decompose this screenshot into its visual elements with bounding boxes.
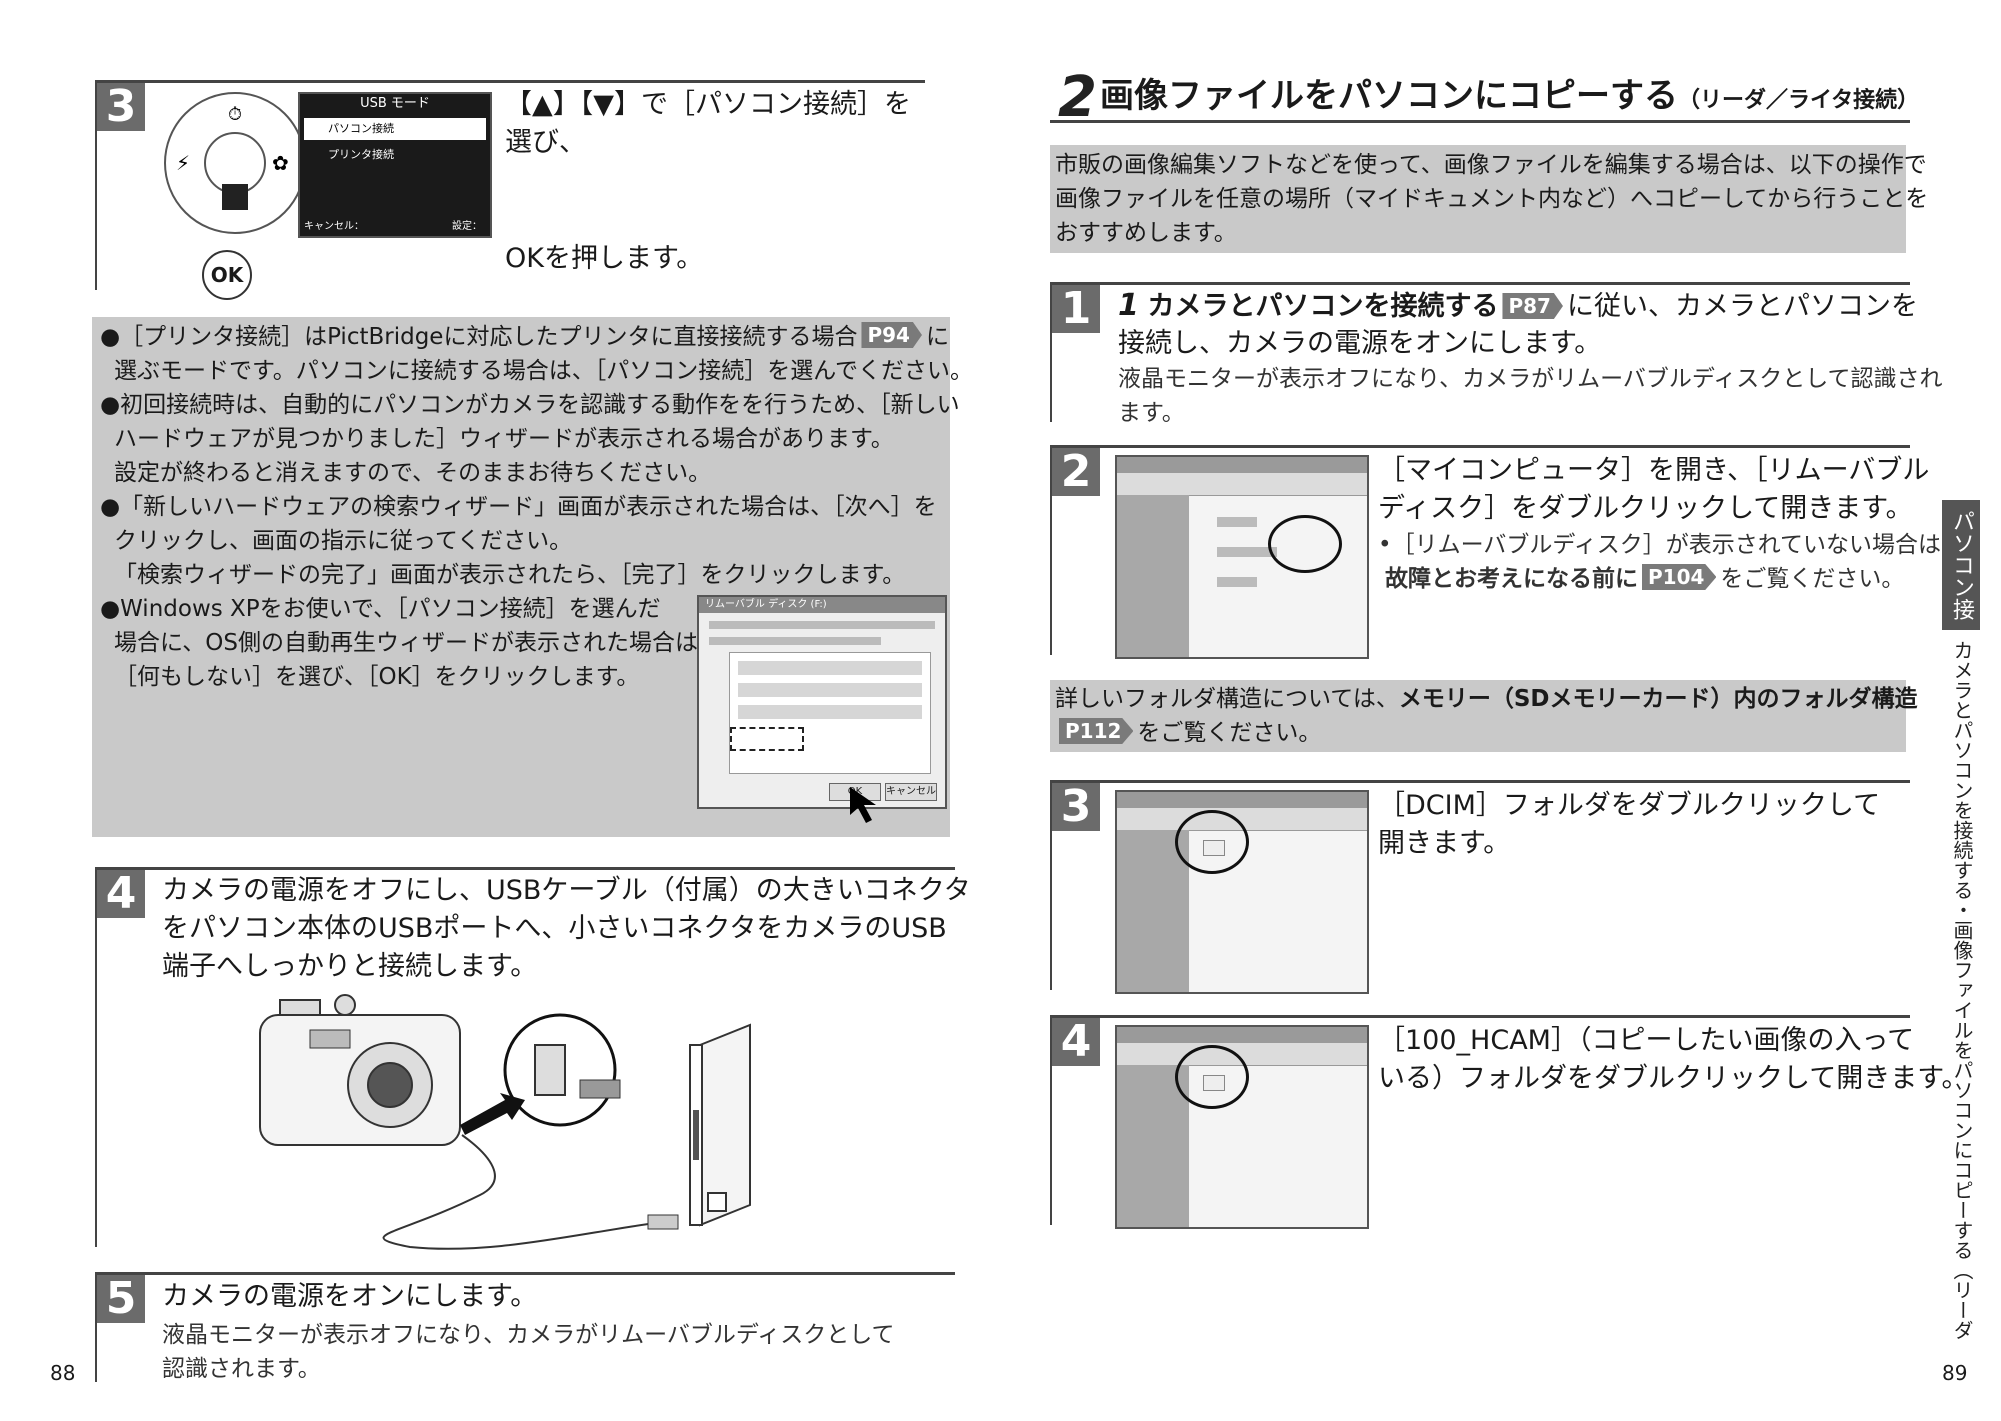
ref-p94[interactable]: P94 [861,322,922,348]
usb-connection-illustration [259,994,751,1250]
note3-line3: 「検索ウィザードの完了」画面が表示されたら、［完了］をクリックします。 [114,562,906,588]
r-step1-line4: ます。 [1118,400,1185,426]
step5-rule [95,1272,955,1275]
camera-lcd: USB モード パソコン接続 プリンタ接続 キャンセル： 設定： [298,92,492,238]
step3-line3: OKを押します。 [505,243,704,274]
step4-line1: カメラの電源をオフにし、USBケーブル（付属）の大きいコネクタ [162,875,971,906]
step5-vrule [95,1272,97,1382]
lcd-option-printer: プリンタ接続 [328,148,394,161]
step3-vrule [95,80,97,290]
r-step2-note1: •［リムーバブルディスク］が表示されていない場合は、 [1378,532,1965,558]
step4-rule [95,867,955,870]
ref-p104[interactable]: P104 [1642,564,1717,590]
step5-line1: カメラの電源をオンにします。 [162,1281,538,1312]
do-nothing-highlight [730,727,804,751]
removable-disk-highlight [1268,515,1342,573]
lcd-set: 設定： [452,221,482,232]
r-step3-line1: ［DCIM］フォルダをダブルクリックして [1378,790,1881,821]
intro-box [1050,145,1906,253]
ref-p87[interactable]: P87 [1502,293,1563,319]
folder-note-line1: 詳しいフォルダ構造については、メモリー（SDメモリーカード）内のフォルダ構造 [1055,686,1918,712]
r-step1-vrule [1050,282,1052,422]
section-title: 画像ファイルをパソコンにコピーする（リーダ／ライタ接続） [1100,76,1920,116]
r-step1-rule [1050,282,1910,285]
note2-line3: 設定が終わると消えますので、そのままお待ちください。 [114,460,712,486]
hcam-folder-screenshot [1115,1025,1369,1229]
step4-line3: 端子へしっかりと接続します。 [162,951,538,982]
r-step1-line3: 液晶モニターが表示オフになり、カメラがリムーバブルディスクとして認識され [1118,366,1943,392]
step4-line2: をパソコン本体のUSBポートへ、小さいコネクタをカメラのUSB [162,913,947,944]
hcam-folder-highlight [1175,1045,1249,1109]
svg-text:⏱: ⏱ [228,104,242,125]
dialog-title: リムーバブル ディスク (F:) [699,597,945,613]
note3-line2: クリックし、画面の指示に従ってください。 [114,528,573,554]
autoplay-dialog-screenshot: リムーバブル ディスク (F:) OK キャンセル [697,595,947,809]
step3-line2: 選び、 [505,127,586,158]
step3-rule [95,80,925,83]
r-step3-number: 3 [1052,783,1100,831]
lcd-title: USB モード [360,96,430,111]
r-step1-line2: 接続し、カメラの電源をオンにします。 [1118,328,1602,359]
r-step3-rule [1050,780,1910,783]
r-step2-line2: ディスク］をダブルクリックして開きます。 [1378,493,1913,524]
step3-line1: 【▲】【▼】で［パソコン接続］を [505,89,912,120]
step4-vrule [95,867,97,1247]
step5-line2: 液晶モニターが表示オフになり、カメラがリムーバブルディスクとして [162,1322,895,1348]
note2-line2: ハードウェアが見つかりました］ウィザードが表示される場合があります。 [114,426,894,452]
r-step2-line1: ［マイコンピュータ］を開き、［リムーバブル [1378,455,1930,486]
side-tab-label: パソコン接続編 [1942,500,1980,630]
note2-line1: ●初回接続時は、自動的にパソコンがカメラを認識する動作をを行うため、［新しい [100,392,960,418]
ref-p112[interactable]: P112 [1059,718,1134,744]
r-step3-line2: 開きます。 [1378,828,1511,859]
section-number: 2 [1058,65,1097,130]
intro-line1: 市販の画像編集ソフトなどを使って、画像ファイルを編集する場合は、以下の操作で [1055,152,1927,178]
dcim-folder-screenshot [1115,790,1369,994]
my-computer-screenshot [1115,455,1369,659]
r-step1-number: 1 [1052,285,1100,333]
r-step4-line2: いる）フォルダをダブルクリックして開きます。 [1378,1063,1969,1094]
r-step4-rule [1050,1015,1910,1018]
dialog-cancel-button: キャンセル [885,783,937,801]
intro-line2: 画像ファイルを任意の場所（マイドキュメント内など）へコピーしてから行うことを [1055,186,1929,212]
step3-number: 3 [97,83,145,131]
r-step2-vrule [1050,445,1052,655]
r-step2-number: 2 [1052,448,1100,496]
r-step3-vrule [1050,780,1052,990]
lcd-cancel: キャンセル： [304,221,364,232]
note3-line1: ●「新しいハードウェアの検索ウィザード」画面が表示された場合は、［次へ］を [100,494,937,520]
step4-number: 4 [97,870,145,918]
side-running-title: カメラとパソコンを接続する・画像ファイルをパソコンにコピーする（リーダ／ライタ接… [1950,640,1974,1340]
page-number-left: 88 [50,1361,76,1385]
step5-line3: 認識されます。 [162,1356,321,1382]
r-step4-number: 4 [1052,1018,1100,1066]
svg-text:⚡: ⚡ [176,151,190,175]
r-step4-vrule [1050,1015,1052,1225]
r-step2-rule [1050,445,1910,448]
lcd-option-pc: パソコン接続 [304,118,486,140]
camera-dpad-illustration: ⏱ ⚡ ✿ [164,92,306,234]
section-rule [1050,120,1910,123]
svg-text:✿: ✿ [272,151,289,175]
note4-line1: ●Windows XPをお使いで、［パソコン接続］を選んだ [100,596,661,622]
note4-line3: ［何もしない］を選び、［OK］をクリックします。 [114,664,640,690]
folder-note-box [1050,680,1906,752]
intro-line3: おすすめします。 [1055,220,1237,246]
mouse-cursor-icon [850,787,876,823]
note4-line2: 場合に、OS側の自動再生ウィザードが表示された場合は、 [114,630,722,656]
r-step4-line1: ［100_HCAM］（コピーしたい画像の入って [1378,1025,1915,1056]
step5-number: 5 [97,1275,145,1323]
note1-line2: 選ぶモードです。パソコンに接続する場合は、［パソコン接続］を選んでください。 [114,358,974,384]
ok-button-icon: OK [202,250,252,300]
page-number-right: 89 [1942,1361,1968,1385]
dcim-folder-highlight [1175,810,1249,874]
